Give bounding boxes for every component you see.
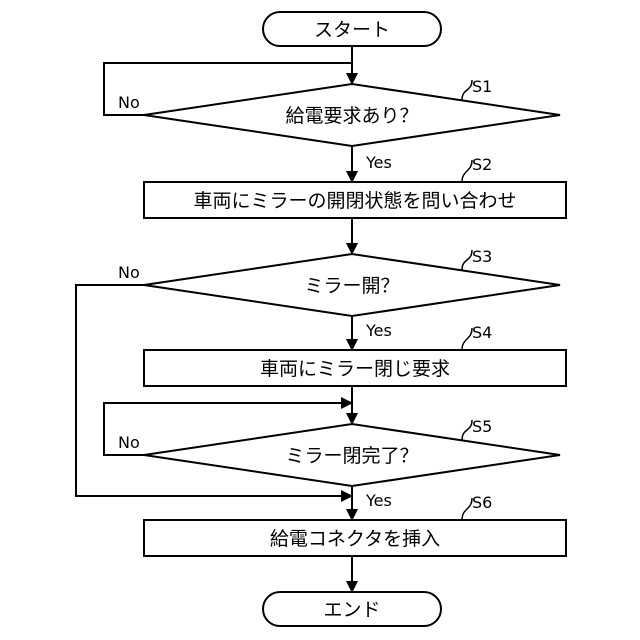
- step-pointer-s5: [462, 420, 472, 440]
- step-pointer-s1: [462, 80, 472, 100]
- process-s6-text: 給電コネクタを挿入: [270, 528, 440, 550]
- s1-no-label: No: [118, 93, 140, 112]
- step-id-s2: S2: [472, 155, 492, 174]
- process-s4-text: 車両にミラー閉じ要求: [260, 358, 450, 380]
- decision-s1-text: 給電要求あり？: [285, 105, 418, 127]
- decision-s5-text: ミラー閉完了？: [285, 445, 418, 467]
- s3-yes-label: Yes: [365, 321, 392, 340]
- process-s2-text: 車両にミラーの開閉状態を問い合わせ: [193, 190, 516, 212]
- step-id-s6: S6: [472, 493, 492, 512]
- step-pointer-s2: [462, 160, 472, 182]
- decision-s3-text: ミラー開？: [304, 275, 399, 297]
- start-label: スタート: [314, 19, 390, 41]
- s3-no-label: No: [118, 263, 140, 282]
- step-id-s4: S4: [472, 323, 492, 342]
- step-pointer-s3: [462, 250, 472, 270]
- step-id-s3: S3: [472, 247, 492, 266]
- end-label: エンド: [323, 599, 380, 621]
- s5-no-label: No: [118, 433, 140, 452]
- step-id-s5: S5: [472, 417, 492, 436]
- step-pointer-s6: [462, 498, 472, 520]
- step-pointer-s4: [462, 328, 472, 350]
- s5-yes-label: Yes: [365, 491, 392, 510]
- s1-yes-label: Yes: [365, 153, 392, 172]
- step-id-s1: S1: [472, 77, 492, 96]
